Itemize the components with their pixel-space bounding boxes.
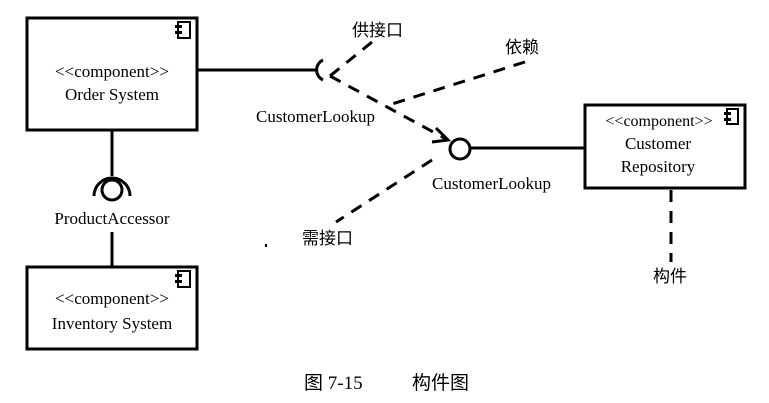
required-socket — [92, 176, 132, 197]
component-icon — [724, 108, 739, 125]
customer-lookup-provided-interface: CustomerLookup — [432, 137, 585, 193]
provided-interface-leader — [329, 40, 373, 78]
required-interface-leader — [335, 158, 433, 224]
customer-lookup-required-label: CustomerLookup — [256, 107, 375, 126]
inventory-system-box — [25, 265, 199, 351]
component-icon — [175, 21, 191, 39]
provided-lollipop — [100, 178, 124, 202]
inventory-system-name: Inventory System — [52, 314, 172, 333]
order-system-stereotype: <<component>> — [55, 62, 169, 81]
figure-number: 图 7-15 — [304, 373, 363, 394]
dependency-line — [329, 74, 449, 142]
provided-interface-annotation: 供接口 — [352, 21, 403, 40]
customer-lookup-provided-label: CustomerLookup — [432, 174, 551, 193]
customer-repository-box — [583, 103, 747, 190]
customer-repository-name-line1: Customer — [625, 134, 691, 153]
annotation-leaders — [329, 40, 673, 262]
component-icon — [175, 270, 191, 288]
component-annotation: 构件 — [653, 267, 687, 286]
product-accessor-label: ProductAccessor — [54, 209, 170, 228]
dependency-leader — [391, 60, 526, 106]
customer-repository-name-line2: Repository — [621, 157, 696, 176]
figure-title: 构件图 — [412, 372, 469, 394]
inventory-system-component: <<component>> Inventory System — [25, 265, 199, 351]
dependency-arrow — [329, 74, 452, 144]
dependency-arrowhead — [431, 126, 452, 144]
customer-lookup-required-interface: CustomerLookup — [197, 58, 375, 126]
required-interface-annotation: 需接口 — [302, 229, 353, 248]
customer-repository-stereotype: <<component>> — [605, 113, 712, 130]
provided-lollipop — [448, 137, 472, 161]
stray-dot — [265, 244, 267, 247]
inventory-system-stereotype: <<component>> — [55, 289, 169, 308]
required-socket — [315, 58, 324, 82]
order-system-component: <<component>> Order System — [25, 16, 199, 132]
order-system-name: Order System — [65, 85, 159, 104]
dependency-annotation: 依赖 — [505, 38, 539, 57]
product-accessor-interface: ProductAccessor — [54, 130, 170, 267]
order-system-box — [25, 16, 199, 132]
customer-repository-component: <<component>> Customer Repository — [583, 103, 747, 190]
